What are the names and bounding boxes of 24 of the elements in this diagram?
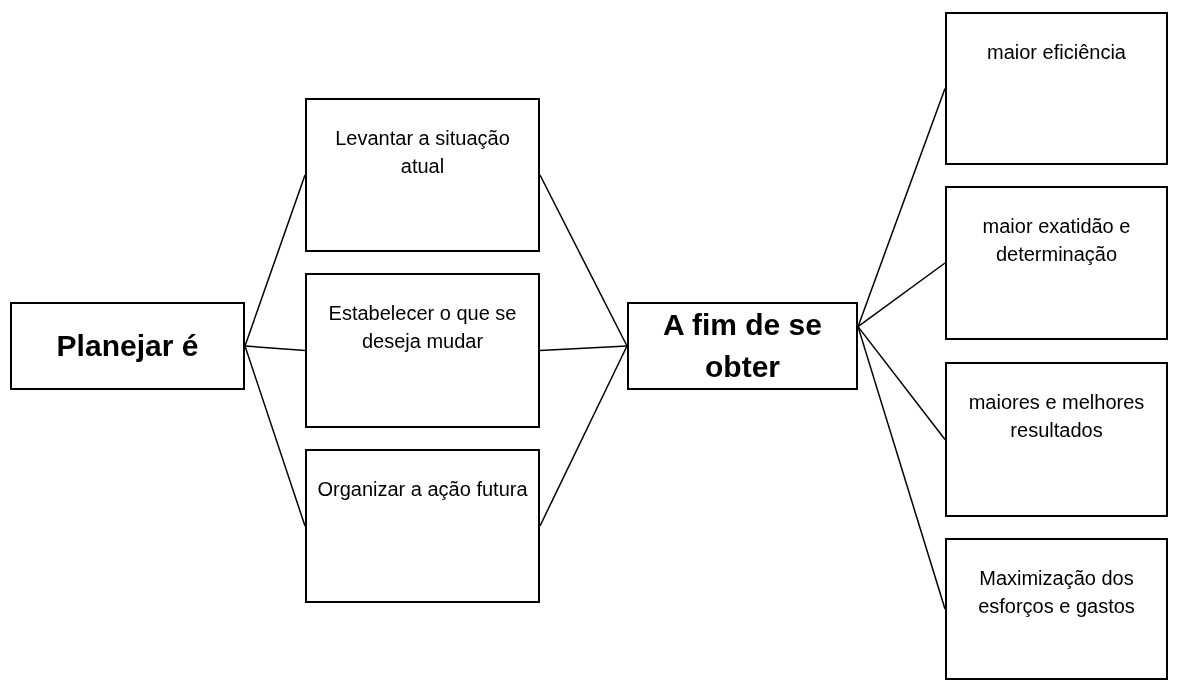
box-text: maior exatidão e determinação — [981, 214, 1132, 267]
box-text: Organizar a ação futura — [317, 477, 528, 502]
box-text: Planejar é — [56, 328, 199, 364]
box-text: maiores e melhores resultados — [967, 390, 1146, 443]
text-box — [945, 12, 1168, 165]
text-box — [10, 302, 245, 390]
text-box — [945, 362, 1168, 517]
connector-line — [857, 325, 946, 441]
text-box — [627, 302, 858, 390]
connector-line — [857, 262, 946, 328]
text-box — [305, 449, 540, 603]
text-box — [945, 186, 1168, 340]
text-box — [305, 273, 540, 428]
box-text: maior eficiência — [987, 40, 1126, 65]
connector-line — [539, 174, 628, 347]
connector-line — [539, 345, 628, 352]
connector-line — [539, 345, 628, 527]
box-text: A fim de se obter — [662, 307, 823, 385]
text-box — [305, 98, 540, 252]
text-box — [945, 538, 1168, 680]
connector-line — [244, 345, 306, 352]
box-text: Levantar a situação atual — [334, 126, 511, 179]
box-text: Estabelecer o que se deseja mudar — [327, 301, 518, 354]
box-text: Maximização dos esforços e gastos — [977, 566, 1136, 619]
